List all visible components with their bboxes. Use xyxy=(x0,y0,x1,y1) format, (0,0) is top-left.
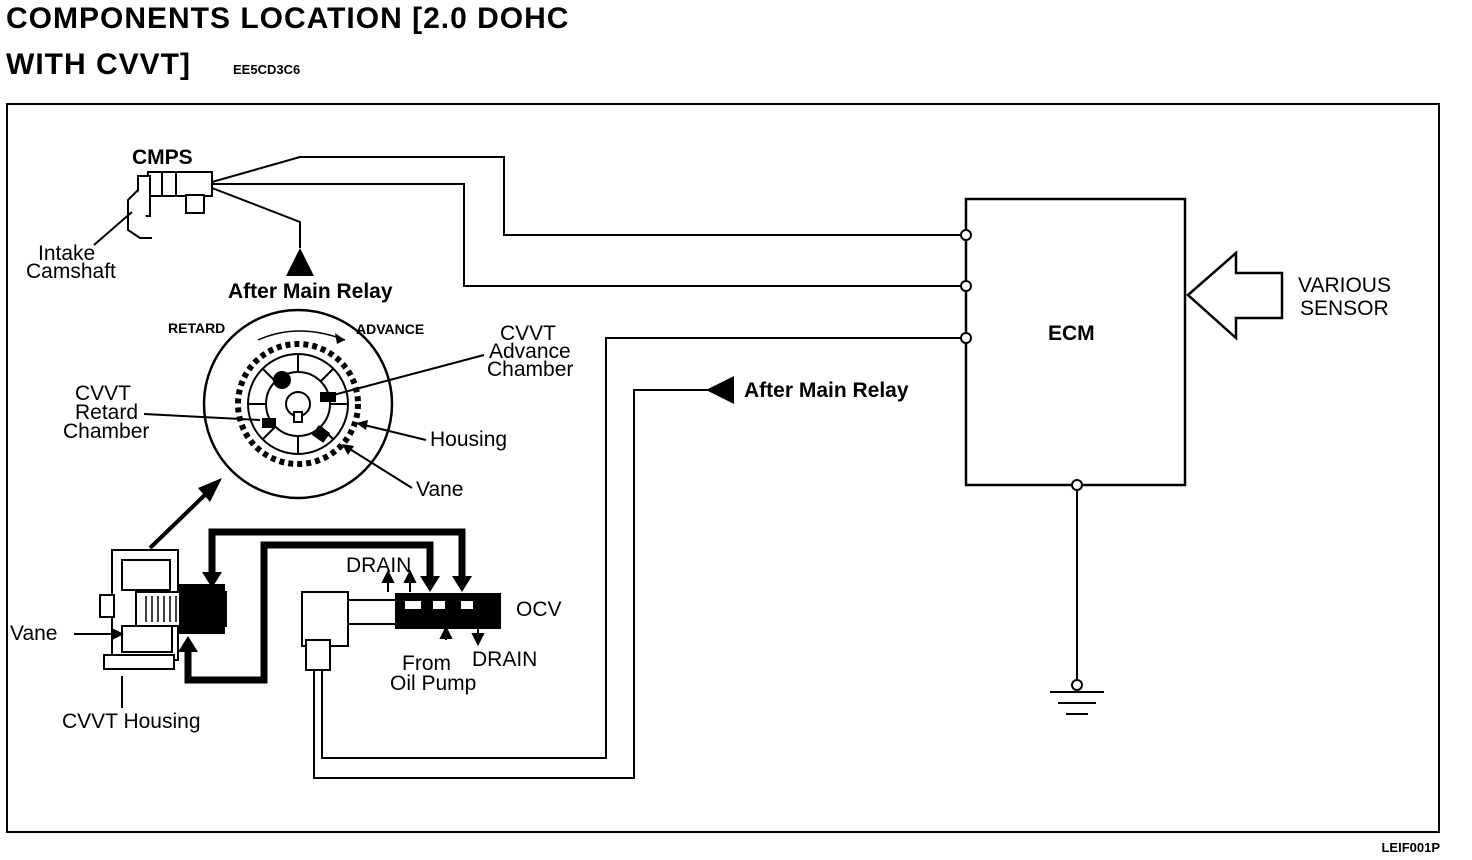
cvvt-advance-label-3: Chamber xyxy=(487,358,573,381)
after-main-relay-top-arrow xyxy=(286,248,314,276)
cmps-wires xyxy=(211,156,961,287)
ocv-wires xyxy=(313,337,961,779)
vane-right-label: Vane xyxy=(416,478,464,501)
housing-label: Housing xyxy=(430,428,507,451)
various-label-2: SENSOR xyxy=(1300,297,1389,320)
after-main-relay-mid-label: After Main Relay xyxy=(744,379,909,402)
cvvt-actuator-icon xyxy=(99,549,227,670)
cmps-label: CMPS xyxy=(132,146,193,169)
page-title-line1: COMPONENTS LOCATION [2.0 DOHC xyxy=(6,2,570,35)
various-sensor-arrow xyxy=(1186,250,1284,341)
detail-arrow xyxy=(148,488,212,550)
document-code: EE5CD3C6 xyxy=(233,62,301,77)
page-title-line2: WITH CVVT] xyxy=(6,48,191,81)
advance-pointer xyxy=(321,354,485,399)
intake-label-1: Intake xyxy=(38,242,95,265)
cvvt-disc-icon xyxy=(202,308,394,500)
drain-bottom-label: DRAIN xyxy=(472,648,537,671)
cvvt-retard-label-2: Retard xyxy=(75,401,138,424)
drain-top-label: DRAIN xyxy=(346,554,411,577)
cvvt-housing-label: CVVT Housing xyxy=(62,710,201,733)
ecm-label: ECM xyxy=(1048,322,1095,345)
ocv-ports xyxy=(381,569,485,647)
cvvt-advance-label-2: Advance xyxy=(489,340,571,363)
diagram-frame xyxy=(6,103,1440,833)
intake-label-2: Camshaft xyxy=(26,260,116,283)
cvvt-retard-label-3: Chamber xyxy=(63,420,149,443)
vane-right-pointer xyxy=(344,445,413,489)
intake-pointer xyxy=(93,211,133,246)
ecm-terminals xyxy=(960,229,1083,691)
cvvt-advance-label-1: CVVT xyxy=(500,322,556,345)
advance-label: ADVANCE xyxy=(356,321,424,337)
vane-left-label: Vane xyxy=(10,622,58,645)
cvvt-retard-label-1: CVVT xyxy=(75,382,131,405)
after-main-relay-top-label: After Main Relay xyxy=(228,280,393,303)
retard-label: RETARD xyxy=(168,320,225,336)
retard-pointer xyxy=(143,413,261,421)
ground-symbol xyxy=(1050,490,1104,715)
from-label-1: From xyxy=(402,652,451,675)
housing-pointer xyxy=(359,423,427,441)
ocv-valve-icon xyxy=(301,591,501,671)
cmps-sensor-icon xyxy=(127,171,213,239)
ocv-label: OCV xyxy=(516,598,562,621)
oil-lines xyxy=(184,528,466,684)
after-main-relay-mid-arrow xyxy=(706,376,734,404)
figure-code: LEIF001P xyxy=(1381,840,1440,855)
various-label-1: VARIOUS xyxy=(1298,274,1391,297)
from-label-2: Oil Pump xyxy=(390,672,476,695)
